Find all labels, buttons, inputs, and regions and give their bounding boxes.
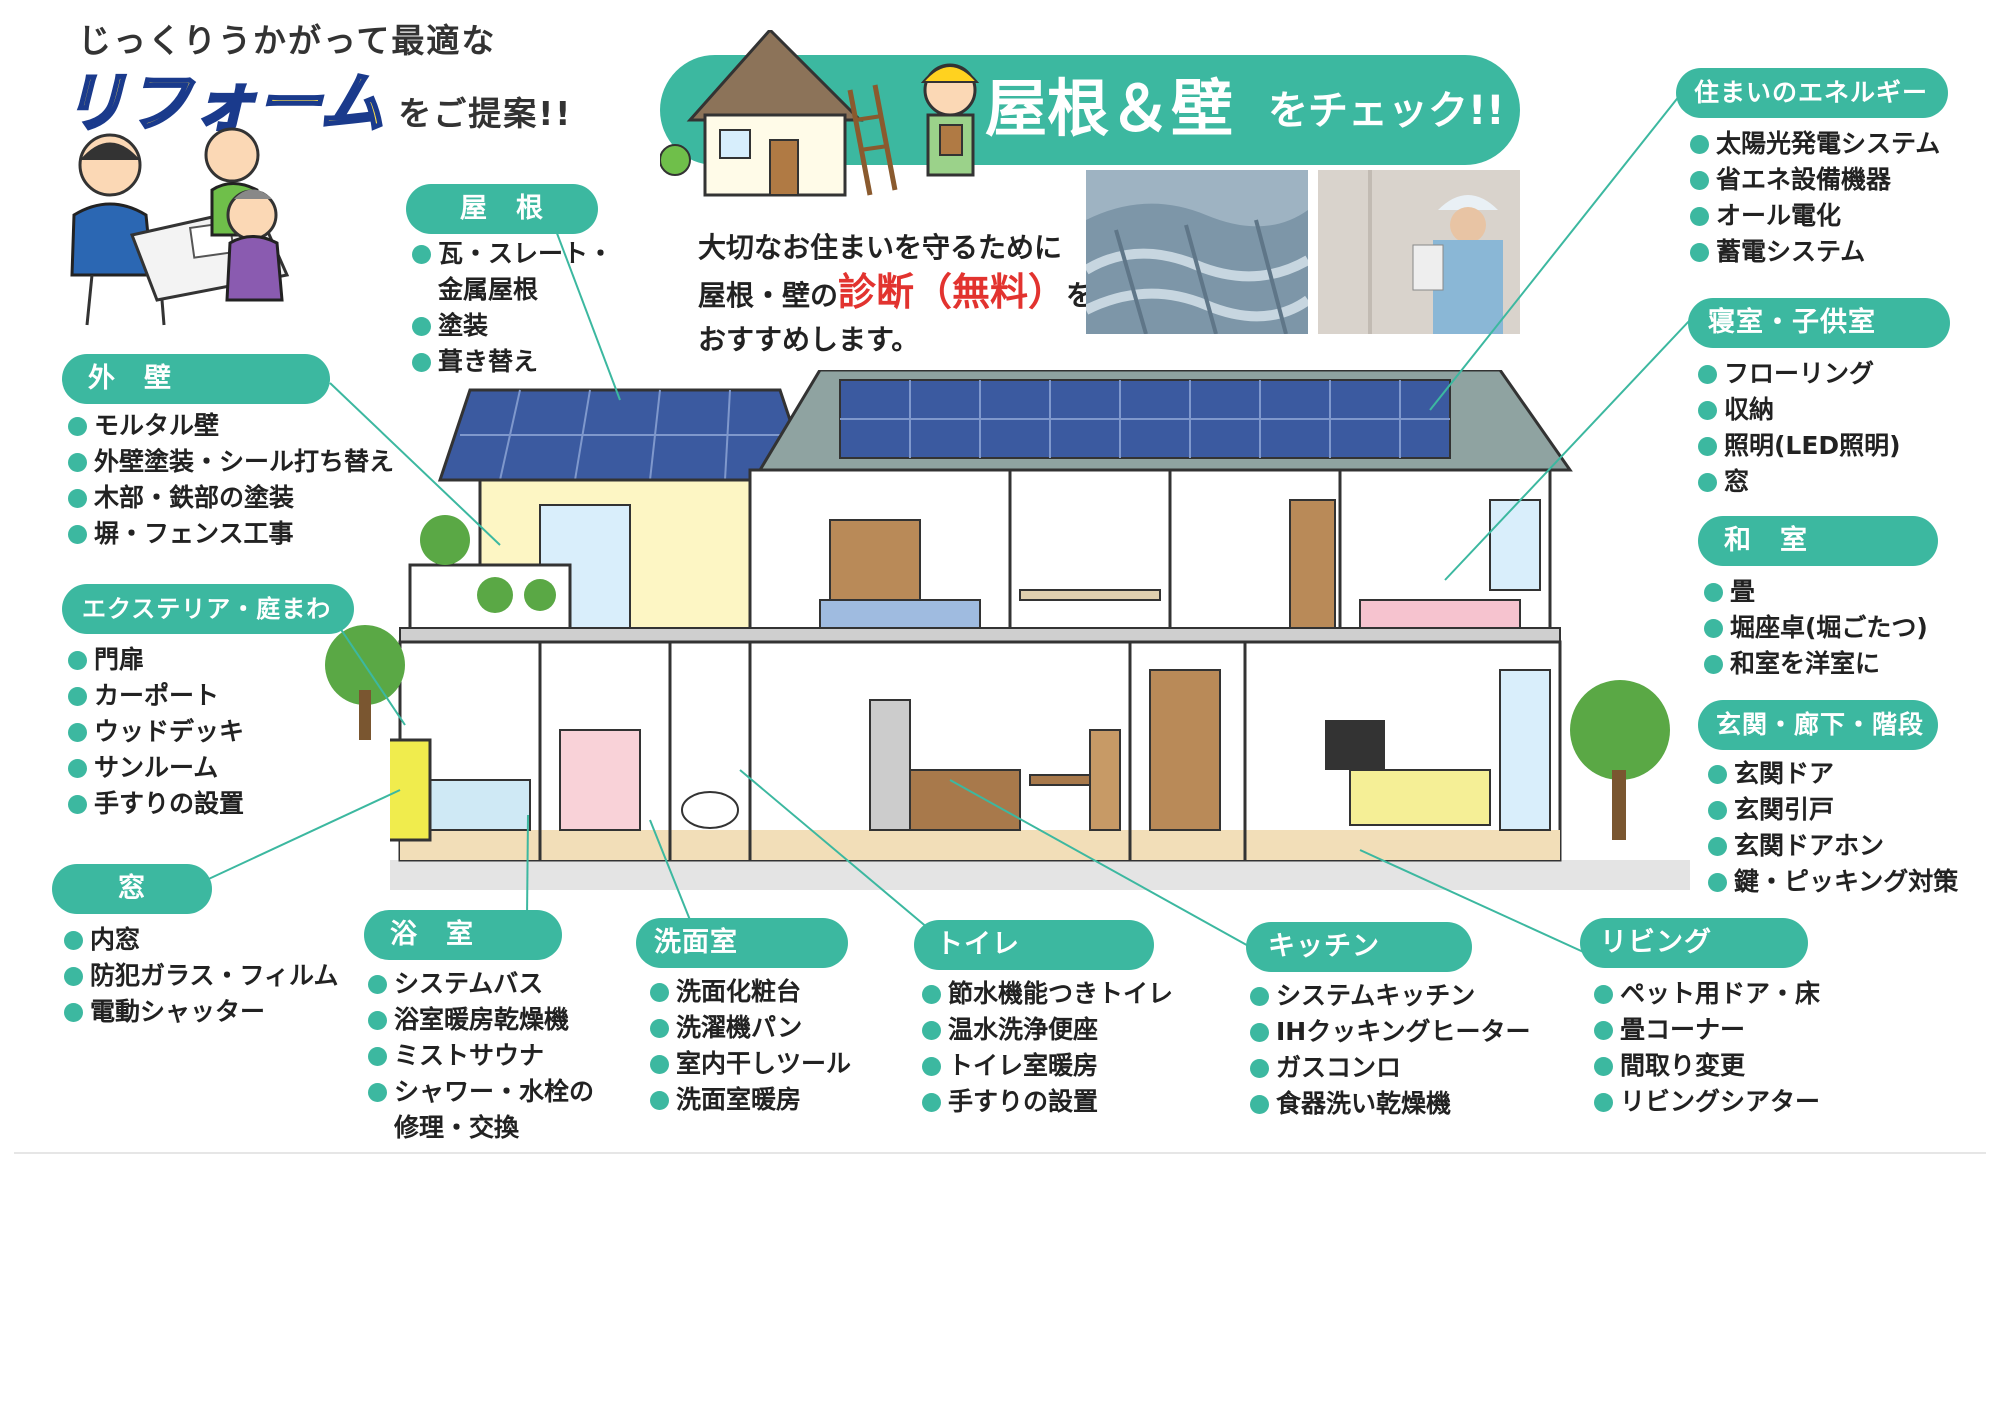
check-banner-graphic [660, 30, 1520, 197]
category-exterior-label: エクステリア・庭まわり [62, 584, 354, 673]
list-item: システムキッチン [1250, 978, 1530, 1014]
category-japanese-room-list: 畳 堀座卓(堀ごたつ) 和室を洋室に [1704, 574, 1928, 682]
leader-lines [199, 94, 1691, 959]
category-bathroom-label: 浴 室 [364, 910, 562, 960]
list-item: 手すりの設置 [68, 786, 244, 822]
list-item: フローリング [1698, 356, 1901, 392]
category-window-label: 窓 [52, 864, 212, 914]
list-item: システムバス [368, 966, 594, 1002]
check-title-roof-wall: 屋根＆壁 [985, 72, 1234, 145]
diagnosis-line2-pre: 屋根・壁の [698, 279, 839, 312]
list-item: トイレ室暖房 [922, 1048, 1173, 1084]
list-item: 浴室暖房乾燥機 [368, 1002, 594, 1038]
list-item: 間取り変更 [1594, 1048, 1820, 1084]
list-item: 畳 [1704, 574, 1928, 610]
category-kitchen-label: キッチン [1246, 922, 1472, 972]
wall-inspection-photo [1318, 170, 1520, 334]
category-energy-list: 太陽光発電システム 省エネ設備機器 オール電化 蓄電システム [1690, 126, 1940, 270]
list-item: 洗面室暖房 [650, 1082, 851, 1118]
category-exterior-wall-list: モルタル壁 外壁塗装・シール打ち替え 木部・鉄部の塗装 塀・フェンス工事 [68, 408, 394, 552]
list-item: 温水洗浄便座 [922, 1012, 1173, 1048]
category-japanese-room-label: 和 室 [1698, 516, 1938, 566]
list-item: 防犯ガラス・フィルム [64, 958, 339, 994]
list-item: シャワー・水栓の修理・交換 [368, 1074, 594, 1146]
list-item: 内窓 [64, 922, 339, 958]
category-living-label: リビング [1580, 918, 1808, 968]
list-item: 葺き替え [412, 344, 613, 380]
list-item: 収納 [1698, 392, 1901, 428]
diagnosis-text: 大切なお住まいを守るために 屋根・壁の診断（無料）を おすすめします。 [698, 226, 1094, 362]
list-item: 瓦・スレート・金属屋根 [412, 236, 613, 308]
check-title-rest: をチェック!! [1268, 88, 1505, 134]
list-item: ペット用ドア・床 [1594, 976, 1820, 1012]
headline-line1: じっくりうかがって最適な [78, 21, 497, 60]
list-item: 洗面化粧台 [650, 974, 851, 1010]
list-item: IHクッキングヒーター [1250, 1014, 1530, 1050]
category-toilet-list: 節水機能つきトイレ 温水洗浄便座 トイレ室暖房 手すりの設置 [922, 976, 1173, 1120]
list-item: 木部・鉄部の塗装 [68, 480, 394, 516]
list-item: 食器洗い乾燥機 [1250, 1086, 1530, 1122]
diagnosis-line3: おすすめします。 [698, 323, 920, 356]
diagnosis-free-highlight: 診断（無料） [838, 270, 1067, 314]
list-item: 塀・フェンス工事 [68, 516, 394, 552]
bottom-divider [14, 1152, 1986, 1154]
list-item: 節水機能つきトイレ [922, 976, 1173, 1012]
list-item: 玄関ドア [1708, 756, 1958, 792]
category-window-list: 内窓 防犯ガラス・フィルム 電動シャッター [64, 922, 339, 1030]
category-energy-label: 住まいのエネルギー [1676, 68, 1948, 118]
roof-tile-photo [1086, 170, 1308, 334]
list-item: 門扉 [68, 642, 244, 678]
list-item: 畳コーナー [1594, 1012, 1820, 1048]
list-item: サンルーム [68, 750, 244, 786]
list-item: 鍵・ピッキング対策 [1708, 864, 1958, 900]
list-item: 電動シャッター [64, 994, 339, 1030]
list-item: 蓄電システム [1690, 234, 1940, 270]
category-bedroom-label: 寝室・子供室 [1688, 298, 1950, 348]
list-item: 玄関ドアホン [1708, 828, 1958, 864]
list-item: オール電化 [1690, 198, 1940, 234]
diagnosis-line1: 大切なお住まいを守るために [698, 231, 1063, 264]
list-item: 和室を洋室に [1704, 646, 1928, 682]
list-item: 窓 [1698, 464, 1901, 500]
list-item: 手すりの設置 [922, 1084, 1173, 1120]
list-item: 玄関引戸 [1708, 792, 1958, 828]
category-kitchen-list: システムキッチン IHクッキングヒーター ガスコンロ 食器洗い乾燥機 [1250, 978, 1530, 1122]
list-item: ウッドデッキ [68, 714, 244, 750]
headline-line2: リフォーム をご提案!! [60, 52, 573, 144]
consultation-illustration [70, 127, 290, 326]
list-item: 省エネ設備機器 [1690, 162, 1940, 198]
diagnosis-line2: 屋根・壁の診断（無料）を [698, 270, 1094, 318]
list-item: リビングシアター [1594, 1084, 1820, 1120]
category-roof-list: 瓦・スレート・金属屋根 塗装 葺き替え [412, 236, 613, 380]
category-bathroom-list: システムバス 浴室暖房乾燥機 ミストサウナ シャワー・水栓の修理・交換 [368, 966, 594, 1146]
headline-proposal: をご提案!! [398, 94, 573, 133]
house-cutaway-illustration [390, 370, 1690, 890]
category-exterior-wall-label: 外 壁 [62, 354, 330, 404]
category-entrance-label: 玄関・廊下・階段 [1698, 700, 1938, 750]
list-item: 塗装 [412, 308, 613, 344]
category-bedroom-list: フローリング 収納 照明(LED照明) 窓 [1698, 356, 1901, 500]
list-item: 照明(LED照明) [1698, 428, 1901, 464]
list-item: ガスコンロ [1250, 1050, 1530, 1086]
category-living-list: ペット用ドア・床 畳コーナー 間取り変更 リビングシアター [1594, 976, 1820, 1120]
category-washroom-label: 洗面室 [636, 918, 848, 968]
category-entrance-list: 玄関ドア 玄関引戸 玄関ドアホン 鍵・ピッキング対策 [1708, 756, 1958, 900]
category-roof-label: 屋 根 [406, 184, 598, 234]
list-item: 堀座卓(堀ごたつ) [1704, 610, 1928, 646]
list-item: カーポート [68, 678, 244, 714]
list-item: モルタル壁 [68, 408, 394, 444]
list-item: 外壁塗装・シール打ち替え [68, 444, 394, 480]
list-item: 室内干しツール [650, 1046, 851, 1082]
category-exterior-list: 門扉 カーポート ウッドデッキ サンルーム 手すりの設置 [68, 642, 244, 822]
list-item: ミストサウナ [368, 1038, 594, 1074]
list-item: 太陽光発電システム [1690, 126, 1940, 162]
category-washroom-list: 洗面化粧台 洗濯機パン 室内干しツール 洗面室暖房 [650, 974, 851, 1118]
list-item: 洗濯機パン [650, 1010, 851, 1046]
category-toilet-label: トイレ [914, 920, 1154, 970]
